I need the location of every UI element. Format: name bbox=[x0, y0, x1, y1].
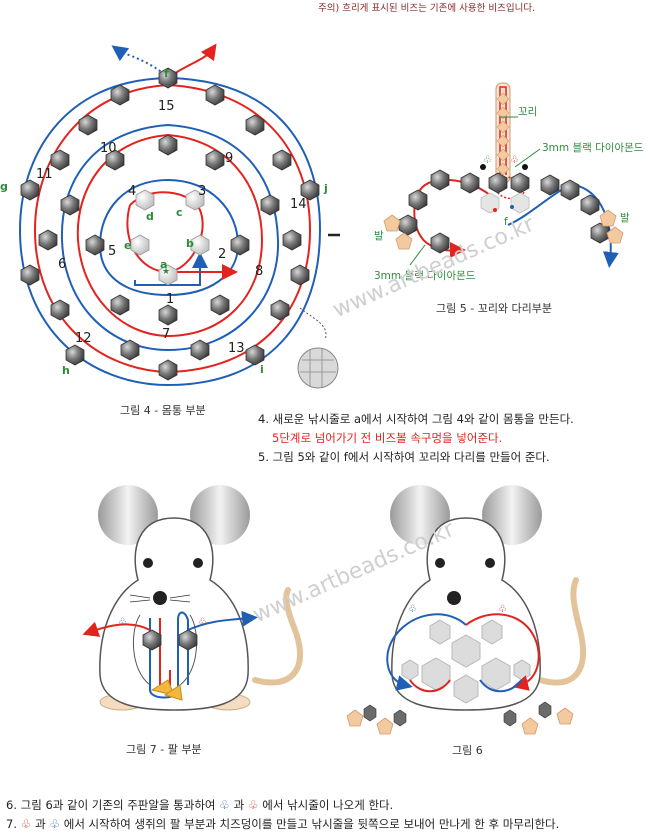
step-6-text-a: 6. 그림 6과 같이 기존의 주판알을 통과하여 bbox=[6, 798, 216, 812]
fig4-number: 6 bbox=[58, 257, 66, 272]
svg-text:★: ★ bbox=[162, 267, 170, 277]
step-7-text-b: 과 bbox=[35, 817, 46, 831]
step-7-text-a: 7. bbox=[6, 817, 17, 831]
fig4-number: 8 bbox=[255, 264, 263, 279]
fig4-number: 15 bbox=[158, 99, 175, 114]
blue-club-icon: ♧ bbox=[219, 798, 230, 812]
fig5-diamond-top: 3mm 블랙 다이아몬드 bbox=[542, 142, 644, 154]
fig4-letter: e bbox=[124, 239, 131, 252]
figure-4-diagram: ★ 1 2 3 4 5 6 7 8 9 10 11 12 13 14 15 a … bbox=[0, 43, 340, 389]
fig5-leg-right: 발 bbox=[620, 212, 630, 224]
step-7: 7. ♧ 과 ♧ 에서 시작하여 생쥐의 팔 부분과 치즈덩이를 만들고 낚시줄… bbox=[6, 816, 559, 832]
svg-text:♧: ♧ bbox=[408, 604, 417, 615]
fig4-number: 12 bbox=[75, 331, 92, 346]
note-text: 주의) 흐리게 표시된 비즈는 기존에 사용한 비즈입니다. bbox=[318, 3, 536, 14]
svg-text:♧: ♧ bbox=[510, 155, 519, 166]
fig4-letter: a bbox=[160, 258, 167, 271]
fig5-tail-label: 꼬리 bbox=[518, 106, 537, 118]
blue-club-icon: ♧ bbox=[49, 817, 61, 831]
fig4-number: 13 bbox=[228, 341, 245, 356]
step-7-text-c: 에서 시작하여 생쥐의 팔 부분과 치즈덩이를 만들고 낚시줄을 뒷쪽으로 보내… bbox=[63, 817, 560, 831]
fig4-letter: c bbox=[176, 206, 183, 219]
fig4-number: 9 bbox=[225, 151, 233, 166]
fig5-point-f: f bbox=[504, 216, 508, 228]
step-6-text-c: 에서 낚시줄이 나오게 한다. bbox=[262, 798, 394, 812]
fig4-letter: j bbox=[323, 182, 328, 195]
fig6-caption: 그림 6 bbox=[452, 744, 483, 757]
svg-text:♧: ♧ bbox=[483, 155, 492, 166]
figure-7-diagram: ♧ ♧ bbox=[82, 485, 303, 711]
red-club-icon: ♧ bbox=[247, 798, 259, 812]
fig4-number: 11 bbox=[36, 167, 53, 182]
fig4-letter: d bbox=[146, 210, 154, 223]
step-6: 6. 그림 6과 같이 기존의 주판알을 통과하여 ♧ 과 ♧ 에서 낚시줄이 … bbox=[6, 797, 393, 813]
fig4-letter: i bbox=[260, 363, 264, 376]
step-4: 4. 새로운 낚시줄로 a에서 시작하여 그림 4와 같이 몸통을 만든다. bbox=[258, 412, 574, 426]
fig4-number: 4 bbox=[128, 184, 136, 199]
fig7-caption: 그림 7 - 팔 부분 bbox=[126, 743, 202, 756]
svg-text:♧: ♧ bbox=[118, 617, 127, 628]
fig4-letter: h bbox=[62, 364, 70, 377]
step-5: 5. 그림 5와 같이 f에서 시작하여 꼬리와 다리를 만들어 준다. bbox=[258, 450, 550, 464]
fig5-leg-left: 발 bbox=[374, 230, 384, 242]
fig4-letter: b bbox=[186, 237, 194, 250]
svg-text:♧: ♧ bbox=[198, 617, 207, 628]
fig4-number: 3 bbox=[198, 184, 206, 199]
svg-text:♧: ♧ bbox=[498, 604, 507, 615]
fig4-number: 2 bbox=[218, 247, 226, 262]
fig4-number: 10 bbox=[100, 141, 117, 156]
step-6-text-b: 과 bbox=[233, 798, 245, 812]
fig4-letter: g bbox=[0, 180, 8, 193]
red-club-icon: ♧ bbox=[20, 817, 32, 831]
fig4-number: 14 bbox=[290, 197, 307, 212]
figure-5-diagram: ♧ ♧ 꼬리 3mm 블랙 다이아몬드 3mm 블랙 다이아몬드 발 발 f bbox=[374, 82, 644, 282]
figure-6-diagram: ♧ ♧ bbox=[346, 485, 587, 735]
fig5-caption: 그림 5 - 꼬리와 다리부분 bbox=[436, 302, 553, 315]
fig4-number: 7 bbox=[162, 327, 170, 342]
fig5-diamond-bottom: 3mm 블랙 다이아몬드 bbox=[374, 270, 476, 282]
fig4-number: 1 bbox=[166, 292, 174, 307]
fig4-letter: f bbox=[164, 67, 169, 80]
step-4-note: 5단계로 넘어가기 전 비즈볼 속구멍을 넣어준다. bbox=[272, 431, 503, 445]
fig4-number: 5 bbox=[108, 244, 116, 259]
fig4-caption: 그림 4 - 몸통 부분 bbox=[120, 404, 206, 417]
